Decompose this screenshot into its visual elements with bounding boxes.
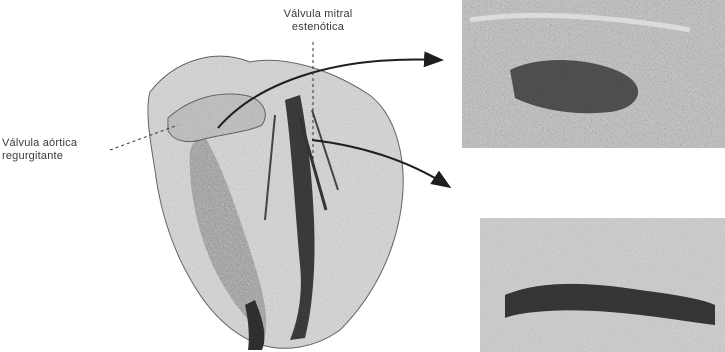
label-mitral-line1: Válvula mitral: [258, 8, 378, 21]
stenotic-mitral-photo: [462, 0, 725, 148]
heart-tissue-texture: [148, 56, 403, 348]
label-aortic-line1: Válvula aórtica: [2, 137, 112, 150]
heart-illustration: [148, 56, 403, 350]
label-mitral-line2: estenótica: [258, 21, 378, 34]
photo-bottom-texture: [480, 218, 725, 352]
regurgitant-aortic-photo: [480, 218, 725, 352]
label-aortic-line2: regurgitante: [2, 150, 112, 163]
label-regurgitant-aortic-valve: Válvula aórtica regurgitante: [2, 137, 112, 163]
label-stenotic-mitral-valve: Válvula mitral estenótica: [258, 8, 378, 34]
